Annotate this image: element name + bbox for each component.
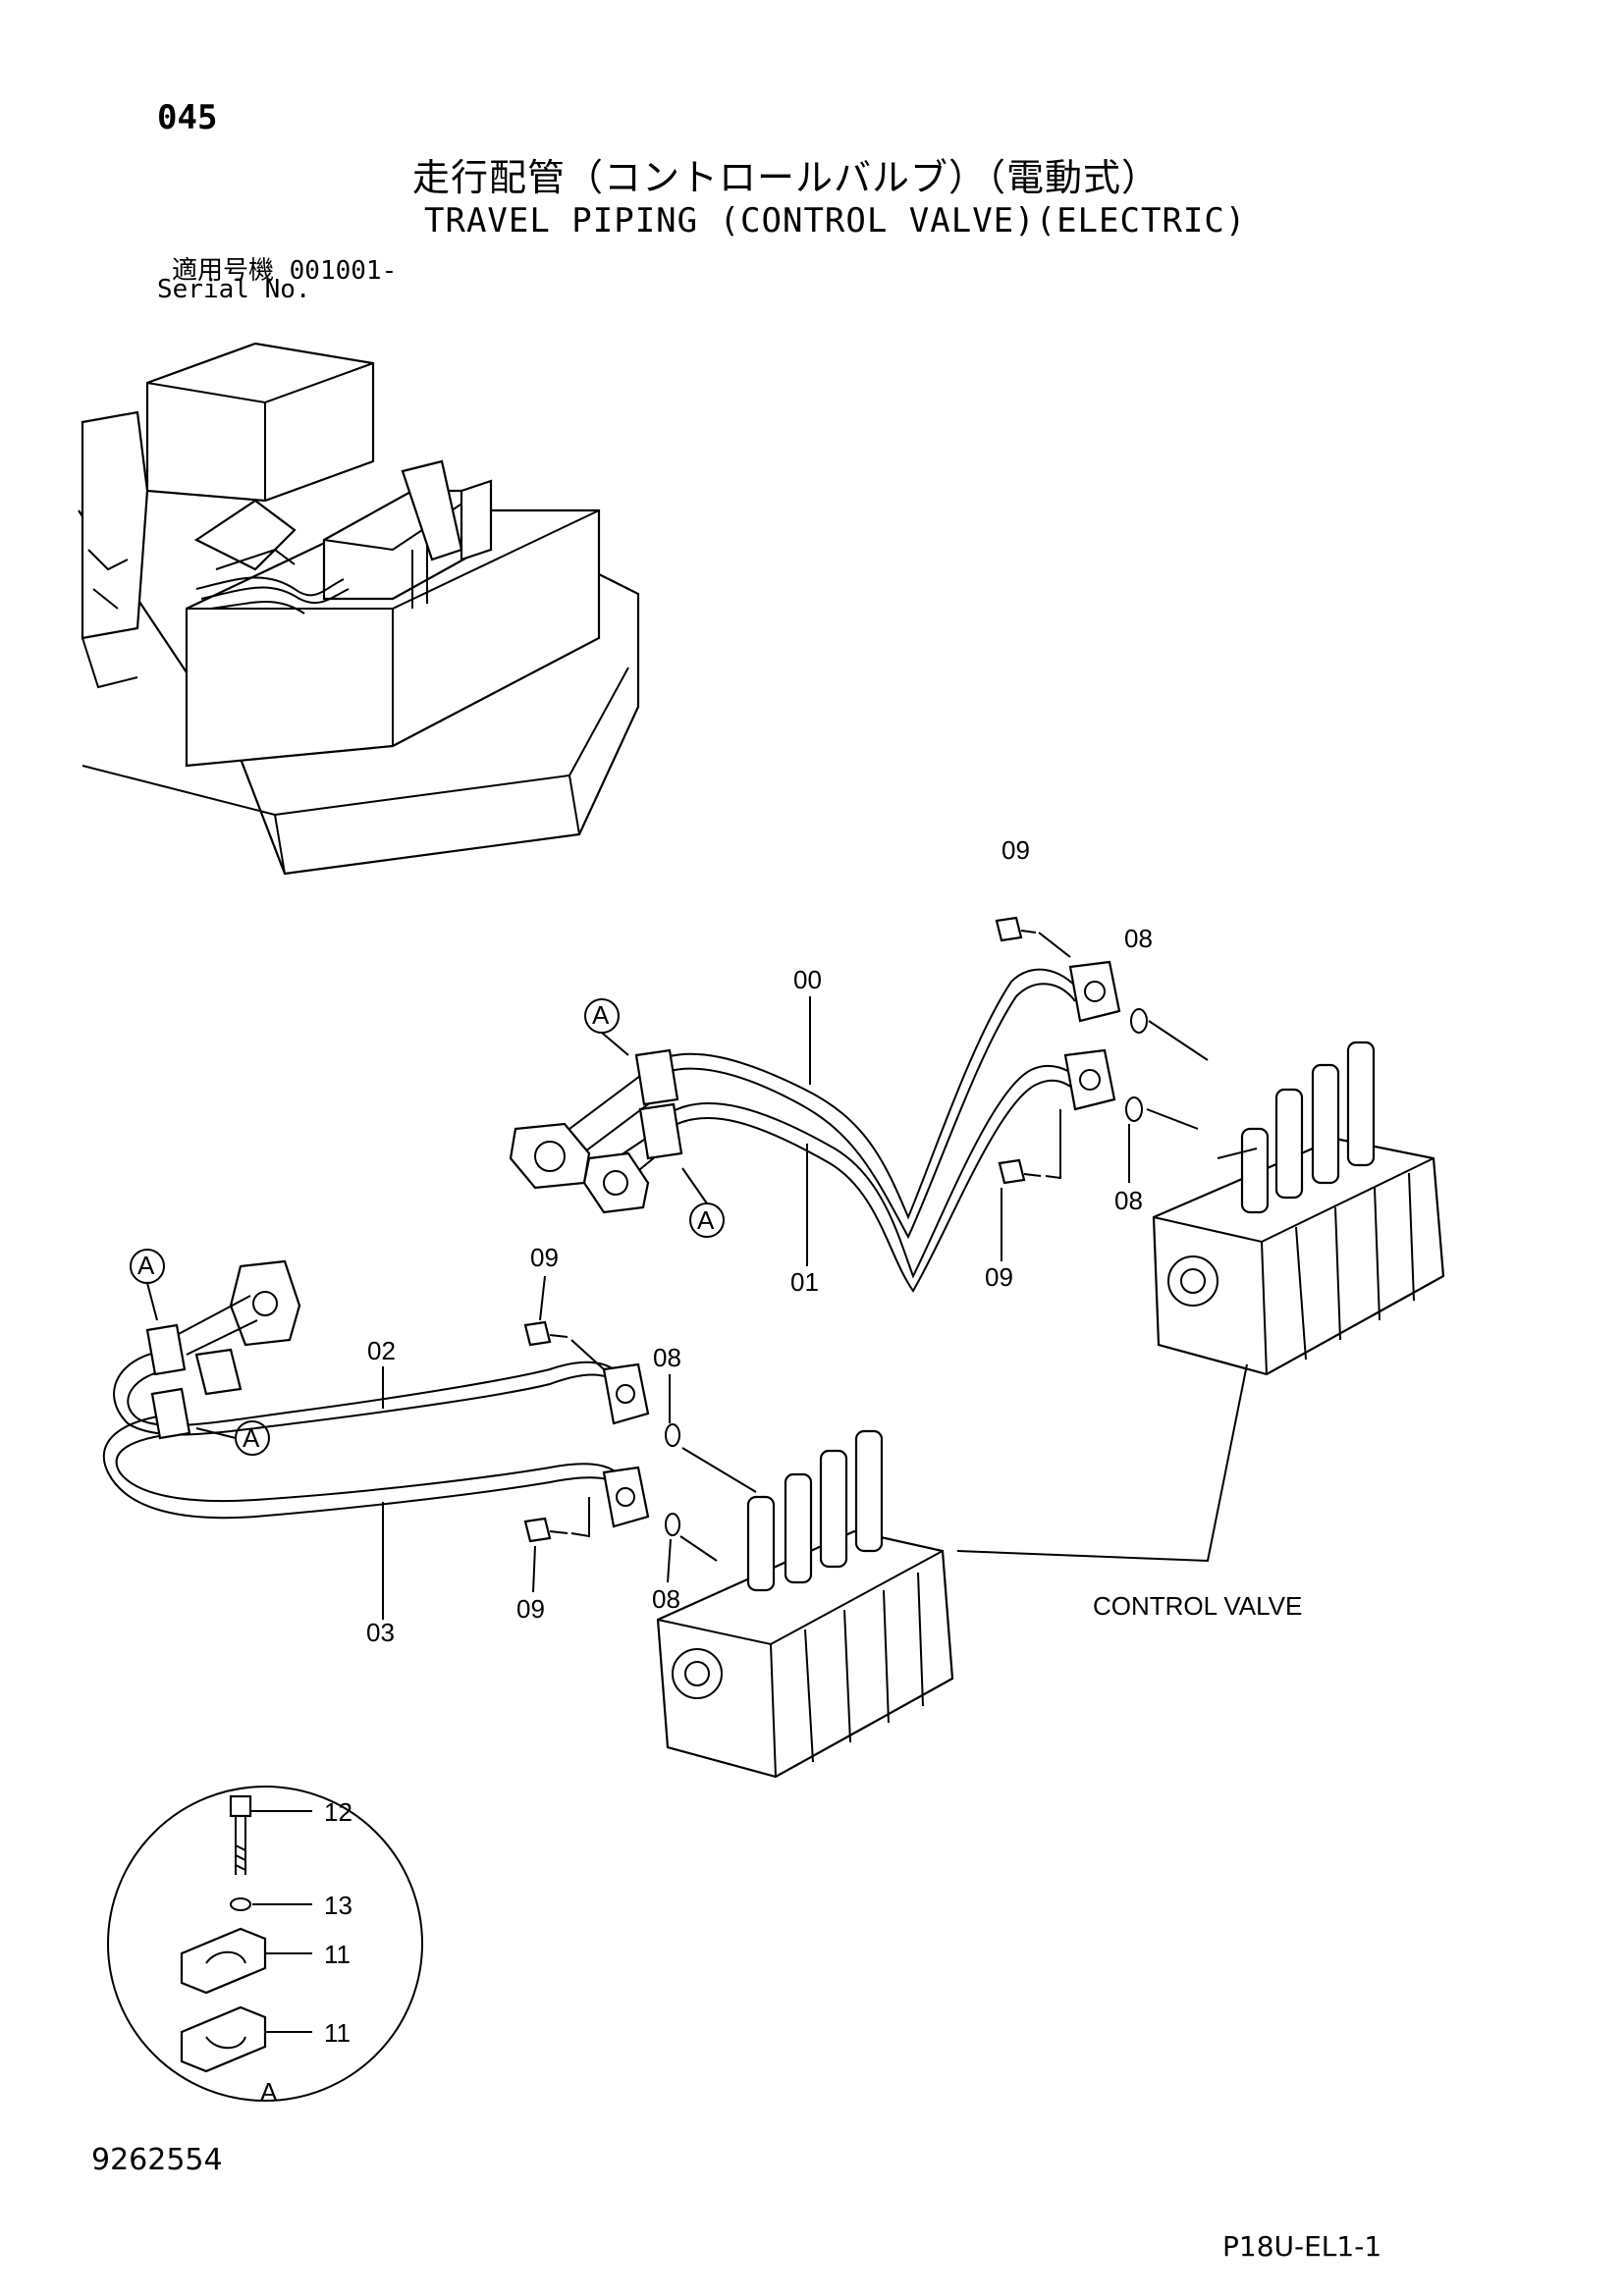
callout-09-upper: 09 [985, 1262, 1013, 1292]
title-english: TRAVEL PIPING (CONTROL VALVE)(ELECTRIC) [424, 201, 1247, 240]
callout-00: 00 [793, 965, 822, 994]
serial-label-english: Serial No. [157, 275, 311, 304]
callout-a-upper-2: A [697, 1205, 715, 1235]
lower-pipe-assembly [102, 1259, 757, 1562]
callout-11-lower: 11 [324, 2018, 351, 2048]
page-number: 045 [157, 98, 218, 137]
control-valve-leader [956, 1363, 1248, 1563]
sheet-code: P18U-EL1-1 [1222, 2230, 1382, 2263]
callout-a-lower-2: A [243, 1423, 260, 1453]
callout-a-upper-1: A [592, 1000, 610, 1030]
callout-02: 02 [367, 1336, 396, 1365]
callout-control-valve: CONTROL VALVE [1093, 1591, 1302, 1621]
callout-08: 08 [1124, 924, 1153, 953]
drawing-number: 9262554 [91, 2143, 223, 2177]
callout-09-lower: 09 [530, 1243, 559, 1272]
callout-11-upper: 11 [324, 1940, 351, 1969]
callout-01: 01 [790, 1267, 819, 1297]
detail-a-label: A [260, 2077, 278, 2107]
callout-12: 12 [324, 1797, 352, 1827]
detail-a-view [107, 1786, 423, 2102]
callout-03: 03 [366, 1618, 395, 1647]
lower-control-valve [656, 1429, 954, 1779]
serial-label-japanese: 適用号機 001001- [172, 256, 398, 286]
callout-08-lower: 08 [653, 1343, 681, 1372]
callout-09: 09 [1001, 835, 1030, 865]
machine-overview-illustration [78, 342, 640, 876]
upper-pipe-assembly [509, 916, 1209, 1293]
callout-09-bottom: 09 [516, 1594, 545, 1624]
callout-a-lower-1: A [137, 1251, 155, 1280]
callout-08-upper: 08 [1114, 1186, 1143, 1215]
callout-13: 13 [324, 1891, 352, 1920]
detail-a-markers [130, 998, 725, 1456]
upper-control-valve [1152, 1041, 1445, 1376]
callout-08-bottom: 08 [652, 1584, 680, 1614]
title-japanese: 走行配管（コントロールバルブ）（電動式） [412, 156, 1161, 199]
